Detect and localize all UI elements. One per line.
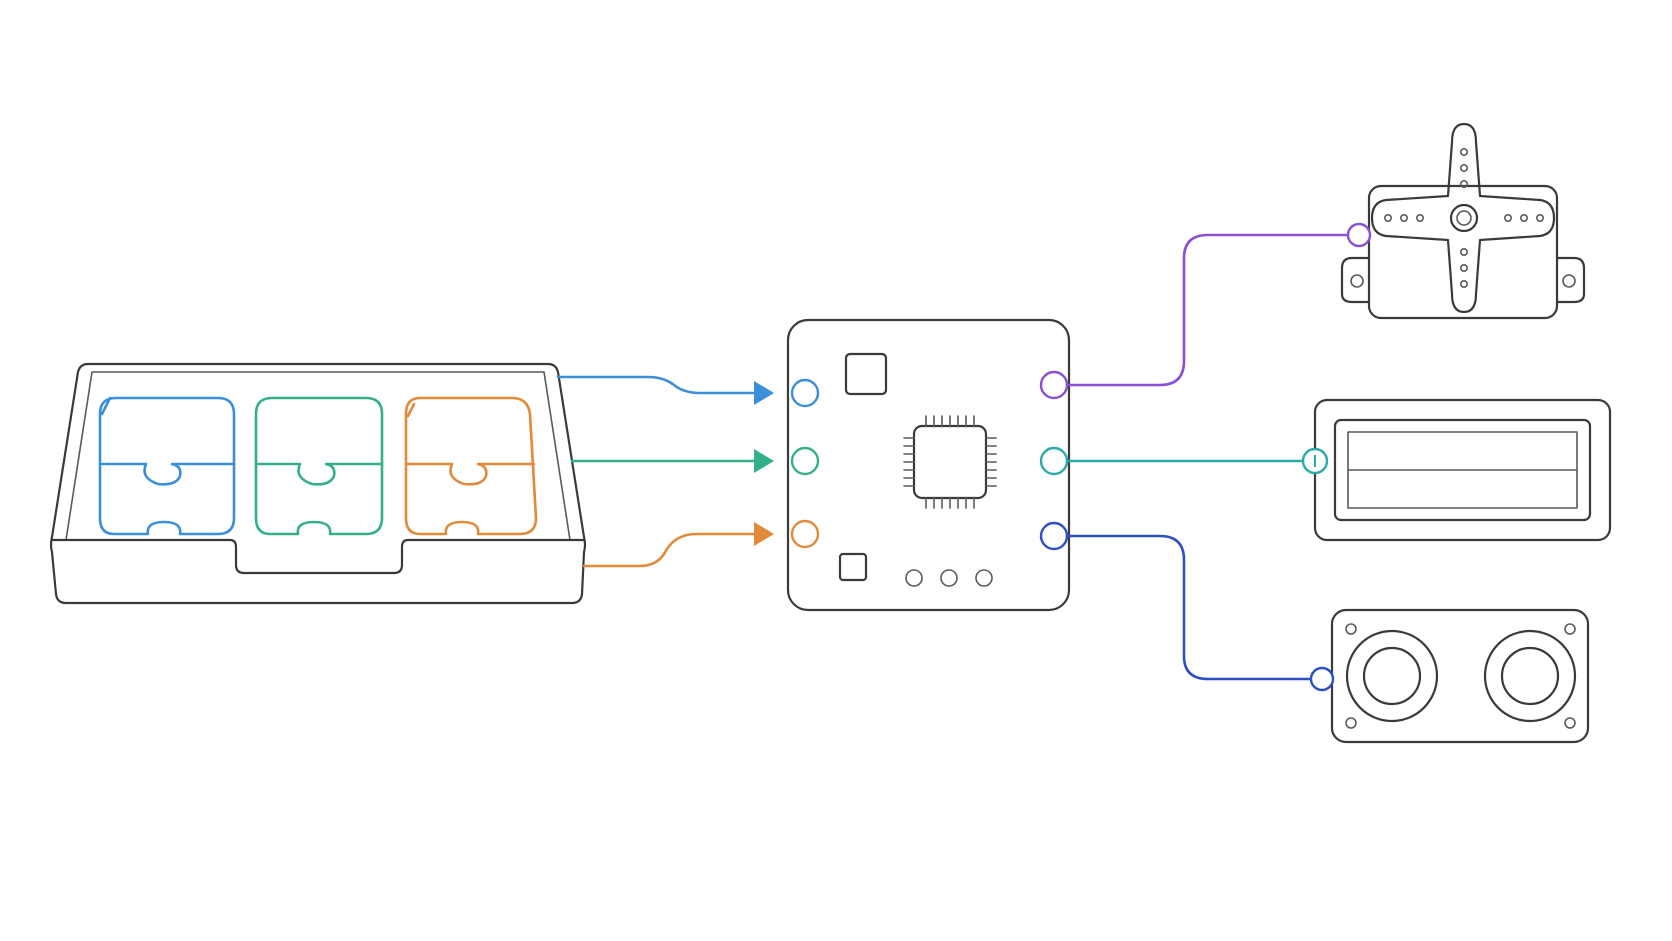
puzzle-block-blue-outline [98, 396, 236, 536]
output-port-purple[interactable] [1039, 370, 1069, 400]
puzzle-block-green-seam [254, 462, 384, 486]
speaker-mount-holes [1345, 623, 1576, 729]
board-component-square [844, 352, 888, 396]
input-arrow-green [754, 449, 774, 473]
input-wires [556, 375, 774, 568]
servo-horn-holes [1384, 148, 1545, 288]
block-tray [49, 362, 587, 605]
puzzle-block-orange[interactable] [404, 396, 538, 536]
servo-mount-tabs [1340, 256, 1586, 304]
input-arrow-orange [754, 522, 774, 546]
puzzle-block-orange-outline [404, 396, 538, 536]
puzzle-block-green[interactable] [254, 396, 384, 536]
tray-inner-rim [65, 371, 571, 574]
lcd-display-icon[interactable] [1301, 398, 1612, 542]
input-wire-orange [582, 532, 758, 568]
output-wire-navy [1065, 534, 1312, 681]
output-wires [1065, 233, 1348, 681]
board-led-2 [940, 569, 958, 587]
lcd-bezel [1333, 418, 1592, 522]
output-port-navy[interactable] [1039, 521, 1069, 551]
speaker-left [1345, 629, 1439, 723]
speaker-board [1330, 608, 1590, 744]
input-port-blue[interactable] [790, 378, 820, 408]
input-arrow-blue [754, 381, 774, 405]
speaker-right [1483, 629, 1577, 723]
puzzle-block-green-outline [254, 396, 384, 536]
tray-front-lip [50, 538, 586, 575]
input-wire-blue [556, 375, 758, 395]
servo-horn [1370, 122, 1556, 314]
microchip-icon [903, 415, 997, 509]
puzzle-block-blue[interactable] [98, 396, 236, 536]
board-led-3 [975, 569, 993, 587]
board-led-1 [905, 569, 923, 587]
speaker-module-icon[interactable] [1309, 608, 1590, 744]
output-wire-purple [1065, 233, 1348, 387]
controller-board-outline [786, 318, 1071, 612]
input-port-green[interactable] [790, 446, 820, 476]
board-component-small [838, 552, 868, 582]
puzzle-block-orange-seam [404, 462, 536, 486]
servo-body [1367, 184, 1559, 320]
speaker-input-port[interactable] [1309, 666, 1335, 692]
puzzle-block-orange-edge [406, 402, 416, 418]
puzzle-block-blue-seam [98, 462, 236, 486]
input-port-orange[interactable] [790, 519, 820, 549]
servo-motor-icon[interactable] [1340, 122, 1586, 320]
servo-input-port[interactable] [1346, 222, 1372, 248]
controller-board[interactable] [786, 318, 1071, 612]
puzzle-block-blue-edge [100, 396, 112, 416]
output-port-teal[interactable] [1039, 446, 1069, 476]
tray-outline [49, 362, 587, 605]
